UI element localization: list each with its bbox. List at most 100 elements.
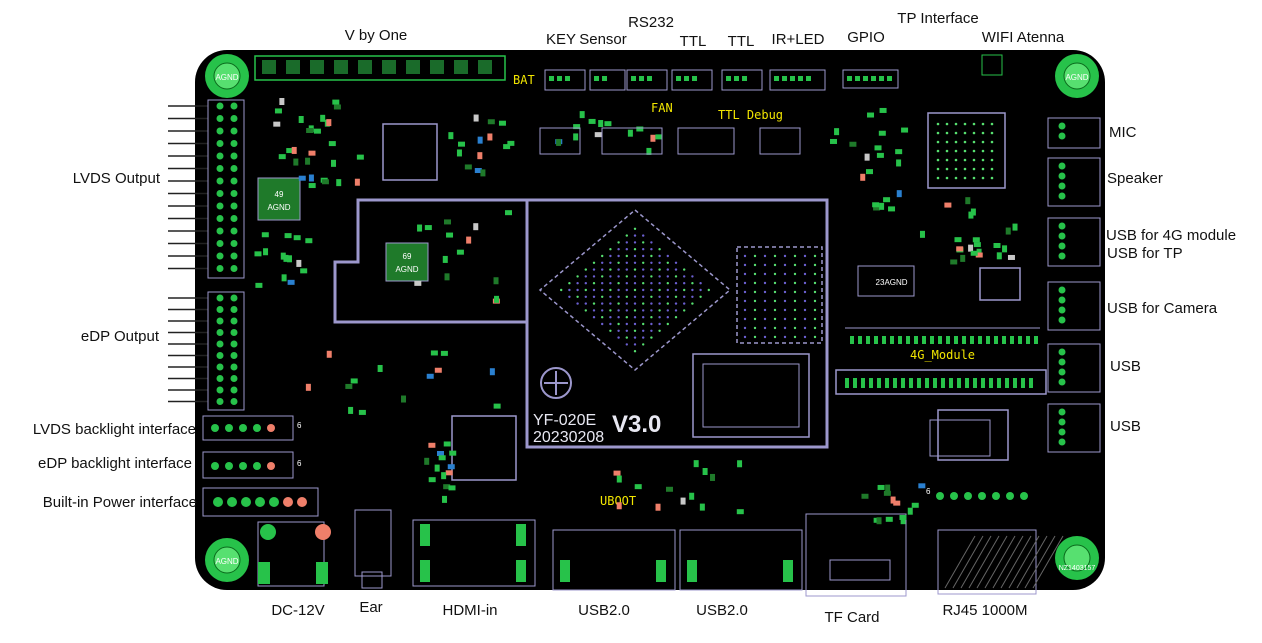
bga-ball <box>990 131 994 135</box>
smd-component <box>313 128 321 134</box>
label-lvds-backlight: LVDS backlight interface <box>32 421 196 438</box>
bga-ball <box>592 288 596 292</box>
bga-ball <box>601 288 604 292</box>
smd-component <box>876 152 884 158</box>
bga-ball <box>954 140 958 144</box>
header-pad <box>216 115 224 122</box>
connector-pad <box>847 76 852 81</box>
bga-ball <box>773 326 777 330</box>
bga-ball <box>803 263 807 267</box>
connector-pad <box>978 492 986 500</box>
bga-ball <box>625 309 628 312</box>
bga-ball <box>803 317 807 321</box>
bga-ball <box>763 317 767 321</box>
smd-component <box>665 486 673 492</box>
bga-ball <box>773 290 777 294</box>
smd-component <box>885 516 893 522</box>
wifi-antenna-connector <box>981 54 1003 76</box>
bga-ball <box>650 295 653 298</box>
smd-component <box>306 128 314 134</box>
slot-pad <box>1026 336 1030 344</box>
bga-ball <box>683 282 686 285</box>
smd-component <box>445 470 453 476</box>
bga-ball <box>793 254 797 258</box>
bga-ball <box>609 275 612 278</box>
bga-ball <box>633 282 637 285</box>
bga-ball <box>972 149 976 153</box>
bga-ball <box>584 275 587 278</box>
slot-pad <box>1010 336 1014 344</box>
bga-ball <box>773 263 777 267</box>
bga-ball <box>617 275 620 278</box>
connector-pad <box>1058 368 1066 376</box>
bga-ball <box>617 322 620 326</box>
header-pad <box>216 252 224 260</box>
pin-mark: 6 <box>297 459 302 468</box>
smd-component <box>877 484 885 490</box>
smd-component <box>1007 254 1015 260</box>
smd-component <box>331 159 337 167</box>
bga-ball <box>642 295 645 298</box>
smd-component <box>308 150 316 156</box>
usb20-connector-1 <box>552 529 676 591</box>
header-pad <box>230 215 238 222</box>
bga-ball <box>972 131 976 135</box>
smd-component <box>976 248 982 256</box>
smd-component <box>655 134 663 140</box>
bga-ball <box>601 316 604 319</box>
label-usb20-1: USB2.0 <box>578 602 630 619</box>
slot-pad <box>898 336 902 344</box>
header-pad <box>216 340 224 348</box>
bga-ball <box>945 131 949 135</box>
smd-component <box>436 450 444 456</box>
smd-component <box>861 493 869 499</box>
slot-pad <box>997 378 1001 388</box>
bga-ball <box>633 227 637 230</box>
connector-pad <box>1058 232 1066 240</box>
header-pad <box>230 152 238 160</box>
slot-pad <box>930 336 934 344</box>
smd-component <box>1005 227 1011 235</box>
bga-ball <box>793 308 797 312</box>
rj45-connector <box>937 529 1064 595</box>
usb-hub-chip <box>979 267 1021 301</box>
bga-ball <box>617 241 620 244</box>
header-pad <box>216 352 224 359</box>
silk-fan: FAN <box>651 101 673 115</box>
bga-ball <box>963 149 967 153</box>
top-connector-pads <box>549 76 892 81</box>
bga-ball <box>945 158 949 162</box>
bga-ball <box>658 261 661 264</box>
smd-component <box>274 108 282 114</box>
header-pad <box>216 227 224 235</box>
bga-ball <box>625 254 628 258</box>
header-pad <box>230 352 238 359</box>
hatch-line <box>968 535 1000 589</box>
connector-pad <box>1058 182 1066 190</box>
bga-ball <box>633 275 637 278</box>
hatch-line <box>1024 535 1056 589</box>
ic-package <box>601 127 663 155</box>
bga-ball <box>609 282 612 285</box>
smd-component <box>293 158 299 166</box>
bga-ball <box>650 329 653 332</box>
label-speaker: Speaker <box>1107 170 1163 187</box>
bga-ball <box>954 149 958 153</box>
pin-mark: 6 <box>297 421 302 430</box>
bga-ball <box>793 263 797 267</box>
header-pad <box>216 386 224 394</box>
connector-pad <box>879 76 884 81</box>
smd-component <box>286 255 292 263</box>
slot-pad <box>946 336 950 344</box>
bga-ball <box>743 299 747 303</box>
smd-component <box>448 485 456 491</box>
smd-component <box>447 464 455 470</box>
bga-ball <box>803 335 807 339</box>
bga-ball <box>803 326 807 330</box>
vbyone-pad <box>358 60 372 74</box>
connector-pad <box>1058 122 1066 130</box>
bga-ball <box>763 326 767 330</box>
header-pad <box>216 294 224 302</box>
bga-ball <box>954 176 958 180</box>
